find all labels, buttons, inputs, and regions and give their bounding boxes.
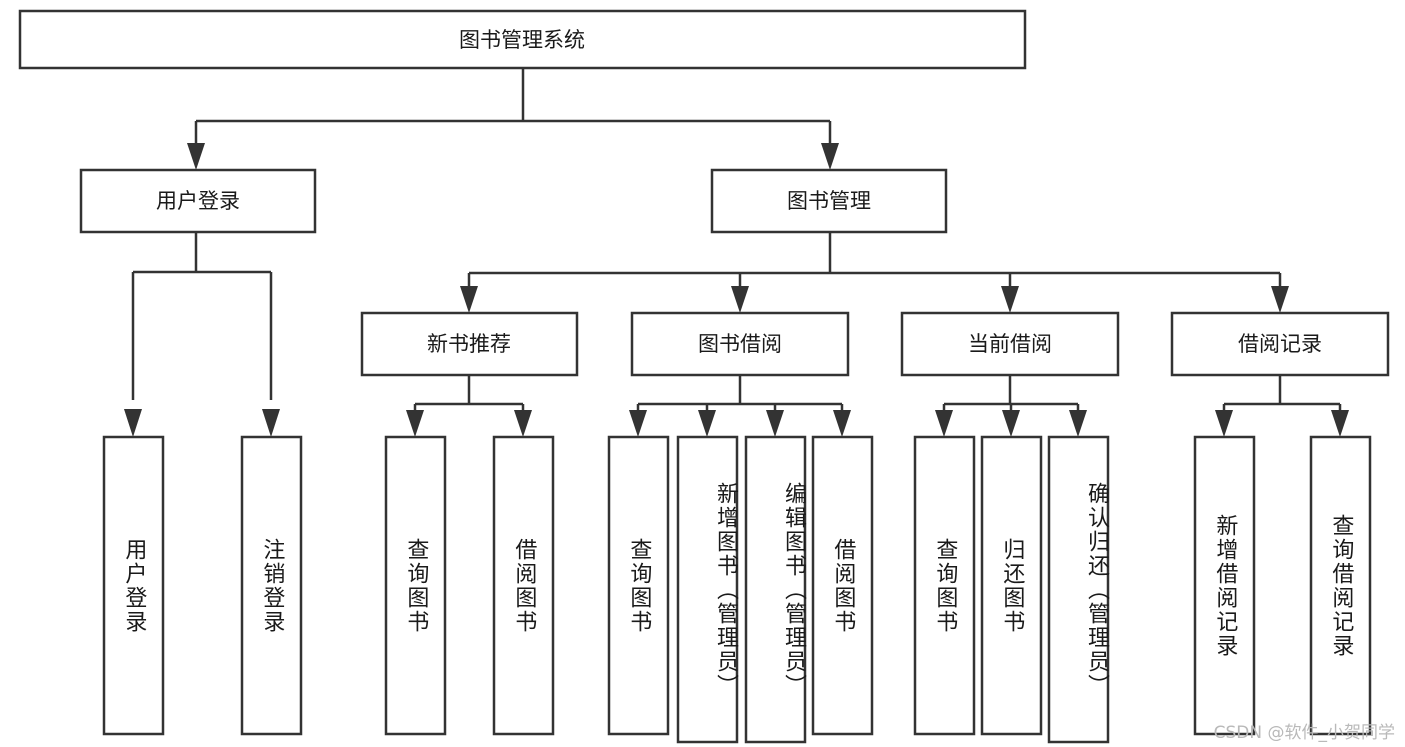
node-leaf-borrow-book-2-rect[interactable] [811,435,874,736]
node-leaf-query-book-3-rect[interactable] [913,435,976,736]
connector-group-user-login [124,232,280,437]
connector-group-current-borrow [935,375,1087,437]
arrow-head-leaf-user-login [124,409,142,437]
arrow-head-current-borrow [1001,286,1019,313]
node-leaf-confirm-return-admin-rect[interactable] [1047,435,1110,744]
node-user-login[interactable]: 用户登录 [79,168,317,234]
node-book-management[interactable]: 图书管理 [710,168,948,234]
arrow-head-leaf-query-book-1 [406,410,424,437]
node-borrow-record-rect[interactable] [1170,311,1390,377]
node-leaf-user-login-rect[interactable] [102,435,165,736]
connector-group-book-borrow [629,375,851,437]
node-new-book-recommend-label: 新书推荐 [427,332,511,356]
arrow-head-leaf-logout-login [262,409,280,437]
node-book-borrow-label: 图书借阅 [698,332,782,356]
node-book-management-rect[interactable] [710,168,948,234]
node-book-borrow[interactable]: 图书借阅 [630,311,850,377]
node-current-borrow[interactable]: 当前借阅 [900,311,1120,377]
node-user-login-rect[interactable] [79,168,317,234]
node-book-management-label: 图书管理 [787,189,871,213]
connector-group-book-management [460,232,1289,313]
arrow-head-leaf-confirm-return-admin [1069,410,1087,437]
arrow-head-leaf-query-borrow-record [1331,410,1349,437]
node-book-borrow-rect[interactable] [630,311,850,377]
node-leaf-add-book-admin-rect[interactable] [676,435,739,744]
arrow-head-leaf-query-book-2 [629,410,647,437]
node-leaf-query-book-1-rect[interactable] [384,435,447,736]
node-user-login-label: 用户登录 [156,189,240,213]
node-leaf-edit-book-admin-rect[interactable] [744,435,807,744]
arrow-head-new-book-recommend [460,286,478,313]
node-current-borrow-rect[interactable] [900,311,1120,377]
connector-group-root [187,68,839,170]
node-new-book-recommend[interactable]: 新书推荐 [360,311,579,377]
node-root[interactable]: 图书管理系统 [18,9,1027,70]
node-borrow-record-label: 借阅记录 [1238,332,1322,356]
arrow-head-leaf-return-book [1002,410,1020,437]
node-leaf-query-book-2-rect[interactable] [607,435,670,736]
node-root-rect[interactable] [18,9,1027,70]
arrow-head-leaf-add-book-admin [698,410,716,437]
node-leaf-add-borrow-record-rect[interactable] [1193,435,1256,736]
node-new-book-recommend-rect[interactable] [360,311,579,377]
arrow-head-leaf-borrow-book-2 [833,410,851,437]
node-leaf-query-borrow-record-rect[interactable] [1309,435,1372,736]
arrow-head-leaf-query-book-3 [935,410,953,437]
arrow-head-leaf-borrow-book-1 [514,410,532,437]
node-borrow-record[interactable]: 借阅记录 [1170,311,1390,377]
arrow-head-leaf-add-borrow-record [1215,410,1233,437]
arrow-head-borrow-record [1271,286,1289,313]
connector-group-borrow-record [1215,375,1349,437]
node-leaf-borrow-book-1-rect[interactable] [492,435,555,736]
connector-group-new-book-recommend [406,375,532,437]
arrow-head-leaf-edit-book-admin [766,410,784,437]
node-root-label: 图书管理系统 [459,28,585,52]
arrow-head-user-login [187,143,205,170]
node-current-borrow-label: 当前借阅 [968,332,1052,356]
node-leaf-return-book-rect[interactable] [980,435,1043,736]
node-leaf-logout-login-rect[interactable] [240,435,303,736]
csdn-watermark: CSDN @软件_小贺同学 [1213,723,1395,743]
arrow-head-book-borrow [731,286,749,313]
arrow-head-book-management [821,143,839,170]
